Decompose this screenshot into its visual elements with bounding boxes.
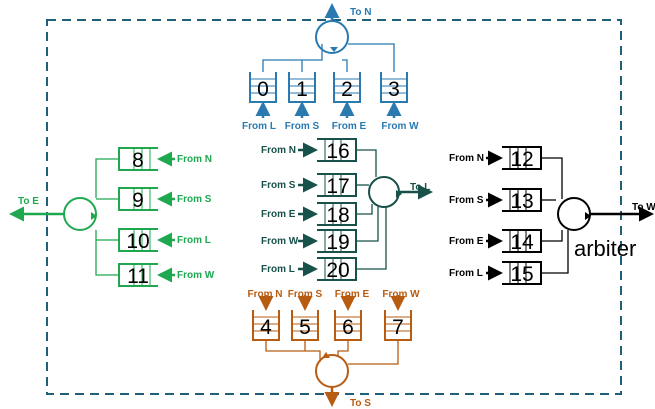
input-label: From E — [261, 209, 296, 220]
west-buffer-8 — [118, 147, 158, 171]
north-output-label: To N — [350, 7, 371, 18]
north-port — [262, 3, 395, 72]
south-input-arrows — [258, 295, 406, 311]
north-input-arrows — [255, 101, 402, 118]
buffer-id: 6 — [342, 316, 354, 339]
center-arbiter-marker — [396, 190, 402, 198]
east-input-arrows — [486, 150, 503, 281]
east-arbiter-marker — [585, 212, 591, 220]
center-arbiter — [368, 176, 400, 208]
center-buffer-20 — [317, 257, 357, 281]
south-buffer-7 — [384, 310, 412, 341]
west-arbiter-marker — [91, 212, 97, 220]
input-label: From S — [285, 121, 320, 132]
east-buffer-14 — [502, 229, 542, 253]
buffer-id: 19 — [326, 231, 349, 254]
south-buffer-6 — [334, 310, 362, 341]
input-label: From W — [261, 236, 299, 247]
input-label: From S — [177, 194, 212, 205]
west-buffer-9 — [118, 187, 158, 211]
buffer-id: 5 — [299, 316, 311, 339]
buffer-id: 14 — [510, 231, 534, 254]
center-input-arrows — [298, 142, 318, 277]
buffer-id: 15 — [510, 263, 533, 286]
west-output-label: To E — [18, 196, 39, 207]
input-label: From S — [449, 195, 484, 206]
buffer-id: 3 — [388, 78, 400, 101]
center-buffer-18 — [317, 202, 357, 226]
center-buffer-16 — [317, 138, 357, 162]
buffer-id: 4 — [260, 316, 272, 339]
east-output-label: To W — [632, 202, 655, 213]
input-label: From S — [288, 289, 323, 300]
buffer-id: 11 — [127, 265, 149, 288]
east-buffer-13 — [502, 188, 542, 212]
buffer-id: 10 — [126, 230, 149, 253]
arbiter-label: arbiter — [574, 236, 636, 261]
buffer-id: 17 — [326, 175, 349, 198]
center-buffer-17 — [317, 173, 357, 197]
center-buffer-19 — [317, 229, 357, 253]
input-label: From L — [261, 264, 295, 275]
east-buffer-12 — [502, 146, 542, 170]
buffer-id: 20 — [326, 259, 349, 282]
buffer-id: 16 — [326, 140, 349, 163]
input-label: From N — [449, 153, 484, 164]
south-output-label: To S — [350, 398, 371, 409]
north-arbiter-marker — [330, 47, 338, 52]
input-label: From W — [382, 289, 420, 300]
south-arbiter — [315, 354, 349, 388]
buffer-id: 9 — [132, 189, 144, 212]
buffer-id: 18 — [326, 204, 349, 227]
south-buffer-4 — [252, 310, 280, 341]
center-port — [356, 149, 433, 270]
buffer-id: 12 — [510, 148, 533, 171]
buffer-id: 7 — [392, 316, 404, 339]
west-buffer-11 — [118, 263, 158, 287]
south-buffer-5 — [291, 310, 319, 341]
south-buffers — [252, 310, 412, 341]
buffer-id: 13 — [510, 190, 533, 213]
center-output-label: To L — [410, 182, 430, 193]
buffer-id: 2 — [341, 78, 353, 101]
buffer-id: 1 — [296, 78, 308, 101]
input-label: From W — [381, 121, 419, 132]
input-label: From N — [261, 145, 296, 156]
south-port — [265, 340, 399, 407]
west-port — [8, 158, 119, 276]
input-label: From N — [248, 289, 283, 300]
input-label: From L — [449, 268, 483, 279]
east-port — [541, 157, 654, 274]
buffer-id: 8 — [132, 149, 144, 172]
input-label: From L — [242, 121, 276, 132]
input-label: From N — [177, 154, 212, 165]
east-buffers — [502, 146, 542, 285]
center-buffers — [317, 138, 357, 281]
input-label: From E — [449, 236, 484, 247]
west-buffer-10 — [118, 228, 158, 252]
input-label: From E — [332, 121, 367, 132]
input-label: From E — [335, 289, 370, 300]
input-label: From S — [261, 180, 296, 191]
input-label: From W — [177, 270, 215, 281]
south-arbiter-marker — [322, 352, 330, 358]
west-input-arrows — [157, 151, 175, 283]
input-label: From L — [177, 235, 211, 246]
buffer-id: 0 — [257, 78, 269, 101]
east-buffer-15 — [502, 261, 542, 285]
